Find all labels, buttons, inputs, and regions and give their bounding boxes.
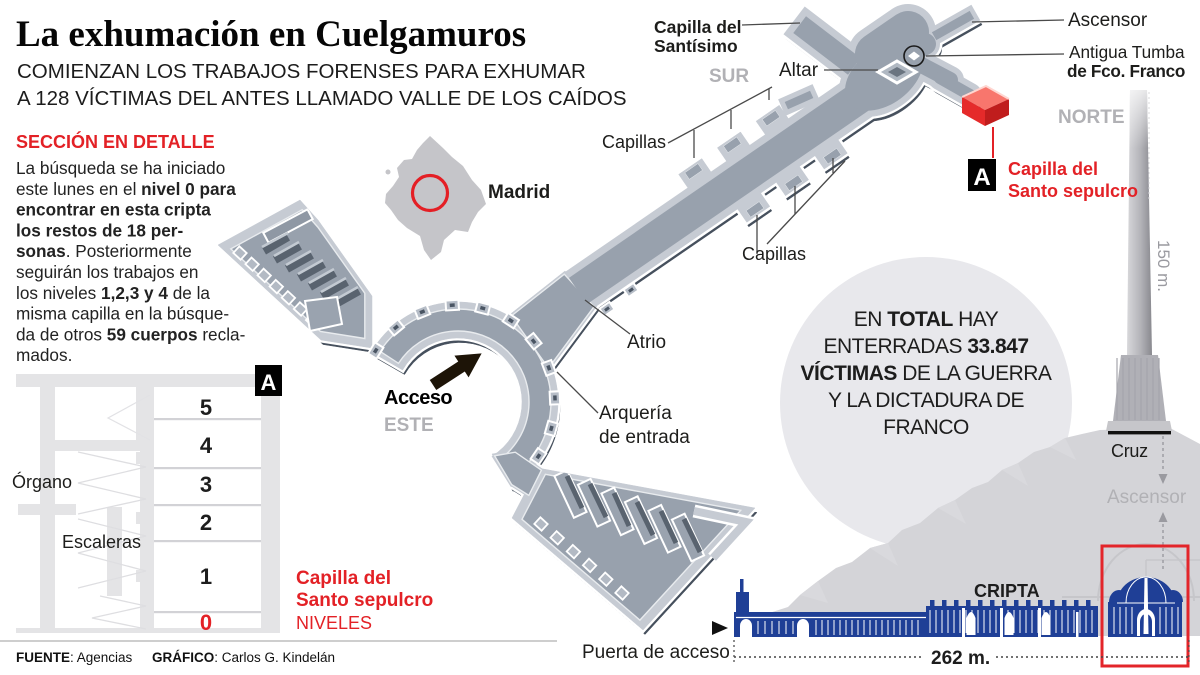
svg-text:Capilla del: Capilla del <box>654 17 742 37</box>
svg-text:Puerta de acceso: Puerta de acceso <box>582 642 730 663</box>
svg-text:5: 5 <box>200 395 212 420</box>
svg-text:sonas. Posteriormente: sonas. Posteriormente <box>16 241 192 261</box>
svg-text:NIVELES: NIVELES <box>296 613 372 633</box>
svg-text:Capilla del: Capilla del <box>296 568 391 589</box>
svg-text:Órgano: Órgano <box>12 471 72 492</box>
svg-text:La búsqueda se ha iniciado: La búsqueda se ha iniciado <box>16 158 225 178</box>
svg-text:La exhumación en Cuelgamuros: La exhumación en Cuelgamuros <box>16 14 526 55</box>
svg-text:VÍCTIMAS DE LA GUERRA: VÍCTIMAS DE LA GUERRA <box>801 362 1052 385</box>
svg-text:262 m.: 262 m. <box>931 648 990 669</box>
svg-text:Capillas: Capillas <box>742 244 806 264</box>
svg-text:los niveles 1,2,3 y 4 de la: los niveles 1,2,3 y 4 de la <box>16 283 210 303</box>
svg-text:SUR: SUR <box>709 66 749 87</box>
svg-text:Santo sepulcro: Santo sepulcro <box>1008 181 1138 201</box>
svg-text:Escaleras: Escaleras <box>62 532 141 552</box>
svg-text:A: A <box>261 370 277 395</box>
svg-text:Santo sepulcro: Santo sepulcro <box>296 590 433 611</box>
svg-text:EN TOTAL HAY: EN TOTAL HAY <box>854 308 999 331</box>
svg-text:2: 2 <box>200 510 212 535</box>
svg-text:da de otros 59 cuerpos recla-: da de otros 59 cuerpos recla- <box>16 324 245 344</box>
svg-text:FUENTE: Agencias GRÁFICO: Ca: FUENTE: Agencias GRÁFICO: Carlos G. Kind… <box>16 650 335 665</box>
svg-text:los restos de 18 per-: los restos de 18 per- <box>16 220 183 240</box>
svg-text:3: 3 <box>200 472 212 497</box>
svg-text:mados.: mados. <box>16 345 72 365</box>
svg-text:de Fco. Franco: de Fco. Franco <box>1067 61 1185 81</box>
svg-text:Y LA DICTADURA DE: Y LA DICTADURA DE <box>828 389 1025 412</box>
svg-text:4: 4 <box>200 433 213 458</box>
svg-text:seguirán los trabajos en: seguirán los trabajos en <box>16 262 199 282</box>
svg-text:Arquería: Arquería <box>599 403 672 424</box>
svg-text:de entrada: de entrada <box>599 427 690 448</box>
svg-text:Cruz: Cruz <box>1111 441 1148 461</box>
svg-text:CRIPTA: CRIPTA <box>974 581 1040 601</box>
svg-text:A 128 VÍCTIMAS DEL ANTES LLAMA: A 128 VÍCTIMAS DEL ANTES LLAMADO VALLE D… <box>17 87 627 110</box>
svg-text:Ascensor: Ascensor <box>1107 487 1187 508</box>
svg-text:ESTE: ESTE <box>384 415 434 436</box>
svg-text:este lunes en el nivel 0 para: este lunes en el nivel 0 para <box>16 179 236 199</box>
svg-text:ENTERRADAS 33.847: ENTERRADAS 33.847 <box>823 335 1028 358</box>
svg-text:SECCIÓN EN DETALLE: SECCIÓN EN DETALLE <box>16 131 215 152</box>
svg-text:misma capilla en la búsque-: misma capilla en la búsque- <box>16 304 229 324</box>
svg-text:Atrio: Atrio <box>627 332 666 353</box>
svg-text:1: 1 <box>200 564 212 589</box>
svg-text:NORTE: NORTE <box>1058 107 1125 128</box>
svg-text:Madrid: Madrid <box>488 182 550 203</box>
svg-text:150 m.: 150 m. <box>1154 240 1173 292</box>
svg-text:COMIENZAN LOS TRABAJOS FORENSE: COMIENZAN LOS TRABAJOS FORENSES PARA EXH… <box>17 60 586 83</box>
svg-text:Santísimo: Santísimo <box>654 36 738 56</box>
svg-text:0: 0 <box>200 610 212 635</box>
svg-text:Capillas: Capillas <box>602 132 666 152</box>
svg-text:FRANCO: FRANCO <box>883 416 969 439</box>
svg-text:A: A <box>973 164 990 191</box>
svg-text:Altar: Altar <box>779 60 819 81</box>
svg-text:encontrar en esta cripta: encontrar en esta cripta <box>16 200 211 220</box>
svg-text:Antigua Tumba: Antigua Tumba <box>1069 42 1185 62</box>
svg-text:Capilla del: Capilla del <box>1008 159 1098 179</box>
svg-text:Ascensor: Ascensor <box>1068 10 1148 31</box>
svg-text:Acceso: Acceso <box>384 387 452 409</box>
